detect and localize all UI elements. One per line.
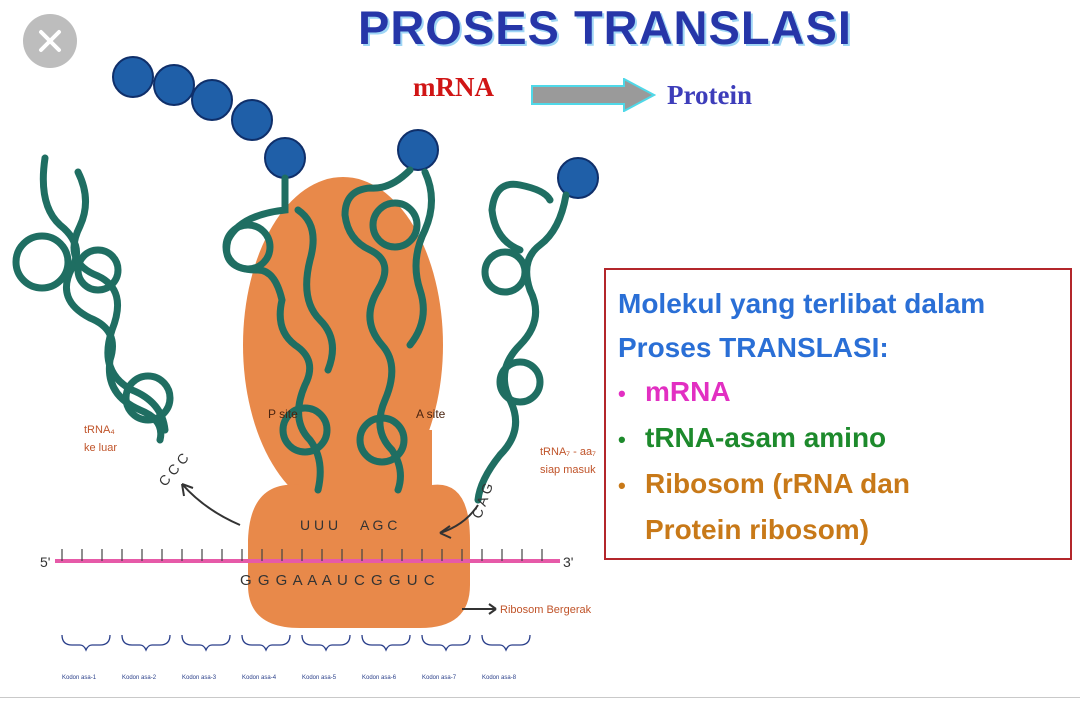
- codon-label-7: Kodon asa-7: [422, 675, 457, 681]
- codon-label-1: Kodon asa-1: [62, 675, 97, 681]
- close-icon: [39, 30, 61, 52]
- close-button[interactable]: [23, 14, 77, 68]
- page-title: PROSES TRANSLASI: [358, 1, 852, 54]
- amino-acid-a-site: [397, 129, 439, 171]
- mrna-sequence: G G G A A A U C G G U C: [240, 572, 436, 589]
- five-prime-label: 5': [40, 554, 50, 570]
- a-site-label: A site: [416, 407, 446, 421]
- trna-in-label-1: tRNA₇ - aa₇: [540, 446, 596, 458]
- bullet-dot-icon: •: [618, 427, 626, 452]
- info-box: Molekul yang terlibat dalam Proses TRANS…: [604, 268, 1072, 560]
- trna-in-label-2: siap masuk: [540, 464, 596, 476]
- anticodon-a: A G C: [360, 517, 397, 533]
- three-prime-label: 3': [563, 554, 573, 570]
- bullet-dot-icon: •: [618, 381, 626, 406]
- bullet-text: mRNA: [645, 376, 731, 407]
- trna-p-site: [222, 174, 336, 494]
- trna-out-label-1: tRNA₄: [84, 424, 115, 436]
- peptide-chain: [112, 56, 306, 179]
- codon-label-6: Kodon asa-6: [362, 675, 397, 681]
- ribosome: [243, 177, 470, 628]
- bullet-text: Ribosom (rRNA dan: [645, 468, 910, 499]
- bullet-dot-icon: •: [618, 473, 626, 498]
- bullet-mrna: • mRNA: [618, 370, 1070, 416]
- flow-source-label: mRNA: [413, 72, 494, 102]
- mrna-strand: [55, 549, 560, 563]
- codon-label-8: Kodon asa-8: [482, 675, 517, 681]
- trna-out-label-2: ke luar: [84, 442, 117, 454]
- anticodon-incoming: C A G: [468, 481, 496, 521]
- bottom-divider: [0, 697, 1080, 698]
- enter-arrow: [439, 504, 479, 534]
- trna-a-site: [341, 166, 435, 494]
- bullet-continuation: Protein ribosom): [645, 514, 870, 545]
- p-site-label: P site: [268, 407, 298, 421]
- bullet-ribosom: • Ribosom (rRNA dan: [618, 462, 1070, 508]
- anticodon-exit: C C C: [155, 450, 192, 489]
- info-heading: Molekul yang terlibat dalam Proses TRANS…: [618, 288, 986, 363]
- codon-label-5: Kodon asa-5: [302, 675, 337, 681]
- codon-label-3: Kodon asa-3: [182, 675, 217, 681]
- ribosome-move-label: Ribosom Bergerak: [500, 604, 592, 616]
- codon-braces: [61, 634, 531, 652]
- flow-target-label: Protein: [667, 80, 752, 110]
- bullet-text: tRNA-asam amino: [645, 422, 887, 453]
- codon-label-4: Kodon asa-4: [242, 675, 277, 681]
- arrow-right-icon: [531, 78, 656, 112]
- translation-diagram: 5' 3' G G G A A A U C G G U C C C C tRNA…: [12, 56, 599, 681]
- amino-acid-incoming: [557, 157, 599, 199]
- anticodon-p: U U U: [300, 517, 338, 533]
- exit-arrow: [181, 483, 241, 526]
- trna-exiting: [12, 154, 174, 444]
- codon-label-2: Kodon asa-2: [122, 675, 157, 681]
- bullet-trna: • tRNA-asam amino: [618, 416, 1070, 462]
- trna-incoming: [474, 180, 570, 504]
